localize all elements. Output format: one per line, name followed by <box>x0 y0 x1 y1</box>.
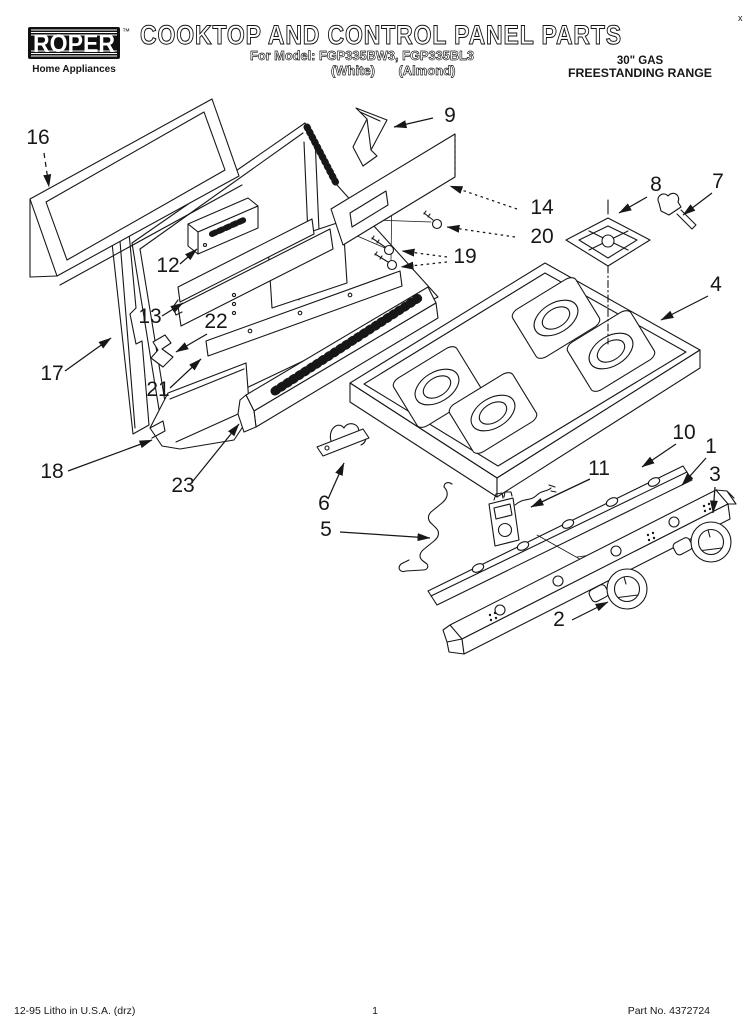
part-3-knob <box>672 521 732 563</box>
callout-arrow-21 <box>169 358 202 389</box>
burner-rear-right <box>565 308 657 394</box>
trademark-symbol: ™ <box>122 27 130 36</box>
callout-arrow-9 <box>393 117 434 129</box>
callout-arrow-20 <box>446 224 516 238</box>
page-title: COOKTOP AND CONTROL PANEL PARTS <box>140 20 622 50</box>
callout-arrow-11 <box>530 478 591 508</box>
callout-22: 22 <box>204 310 227 333</box>
part-6-clip <box>316 423 370 457</box>
burner-rear-left <box>510 275 602 361</box>
part-11-switch <box>488 484 557 547</box>
callout-arrow-13 <box>161 302 184 317</box>
callout-arrow-19 <box>401 248 448 258</box>
callout-11: 11 <box>588 457 610 480</box>
part-12-spark-module <box>187 197 259 255</box>
part-17-side-trim <box>111 232 150 435</box>
callout-21: 21 <box>146 378 169 401</box>
callout-arrow-3 <box>709 486 718 514</box>
spec-gas: 30" GAS <box>617 55 664 67</box>
callout-arrow-6 <box>327 462 345 500</box>
part-7-igniter-bracket <box>657 192 697 230</box>
part-19-screws <box>371 235 398 271</box>
callout-4: 4 <box>710 273 722 296</box>
callout-arrow-10 <box>641 443 677 468</box>
part-1-knob-rail <box>442 489 737 655</box>
callout-12: 12 <box>156 254 179 277</box>
callout-10: 10 <box>672 421 695 444</box>
burner-front-left <box>391 344 483 430</box>
part-20-screw <box>423 210 443 230</box>
roper-logo-text: ROPER <box>33 30 115 58</box>
callout-arrow-18 <box>67 439 153 472</box>
callout-arrow-14 <box>449 185 518 210</box>
callout-8: 8 <box>650 173 662 196</box>
stray-mark: x <box>738 13 743 23</box>
part-18-support-bracket <box>149 362 251 450</box>
part-backguard-chassis <box>131 122 439 429</box>
callout-6: 6 <box>318 492 330 515</box>
part-22-clip <box>150 334 174 368</box>
callout-arrow-22 <box>175 333 208 353</box>
spec-range: FREESTANDING RANGE <box>568 68 712 80</box>
burner-front-right <box>447 370 539 456</box>
part-2-knob <box>588 568 648 610</box>
callout-arrow-2 <box>571 601 609 621</box>
brand-logo: ROPER ™ Home Appliances <box>28 27 130 75</box>
callout-5: 5 <box>320 518 332 541</box>
callout-14: 14 <box>530 196 554 219</box>
part-23-manifold-panel <box>237 286 439 433</box>
callout-1: 1 <box>705 435 717 458</box>
callout-2: 2 <box>553 608 565 631</box>
header-titles: COOKTOP AND CONTROL PANEL PARTS For Mode… <box>139 13 743 80</box>
brand-tagline: Home Appliances <box>32 64 116 75</box>
part-8-burner-grate <box>565 199 651 345</box>
callout-arrow-7 <box>682 192 713 216</box>
callout-13: 13 <box>138 305 161 328</box>
callout-7: 7 <box>712 170 724 193</box>
callout-16: 16 <box>26 126 49 149</box>
callout-arrow-23 <box>192 423 240 482</box>
part-5-rod <box>398 482 453 572</box>
callout-arrow-16 <box>43 152 52 188</box>
part-4-cooktop <box>349 262 701 498</box>
callout-23: 23 <box>171 474 194 497</box>
finish-white: (White) <box>331 63 375 78</box>
footer-litho: 12-95 Litho in U.S.A. (drz) <box>14 1005 135 1017</box>
part-14-control-panel <box>330 133 456 246</box>
exploded-view-art <box>29 98 737 655</box>
footer-page-number: 1 <box>372 1005 378 1017</box>
callout-19: 19 <box>453 245 476 268</box>
footer-part-number: Part No. 4372724 <box>628 1005 710 1017</box>
callout-arrow-4 <box>660 295 709 321</box>
callout-9: 9 <box>444 104 456 127</box>
callout-arrow-5 <box>339 531 431 542</box>
finish-almond: (Almond) <box>398 63 455 78</box>
callout-arrow-12 <box>179 248 198 265</box>
callout-3: 3 <box>709 463 721 486</box>
callout-arrow-19 <box>400 261 448 270</box>
callout-arrow-8 <box>618 196 648 214</box>
callout-18: 18 <box>40 460 63 483</box>
part-9-trim <box>352 107 388 167</box>
footer: 12-95 Litho in U.S.A. (drz) 1 Part No. 4… <box>14 1005 710 1017</box>
callout-17: 17 <box>40 362 63 385</box>
part-16-glass-panel <box>29 98 243 286</box>
callout-20: 20 <box>530 225 553 248</box>
callout-arrow-1 <box>681 457 707 486</box>
model-line: For Model: FGP335BW3, FGP335BL3 <box>250 48 474 63</box>
callout-arrow-17 <box>64 337 112 372</box>
